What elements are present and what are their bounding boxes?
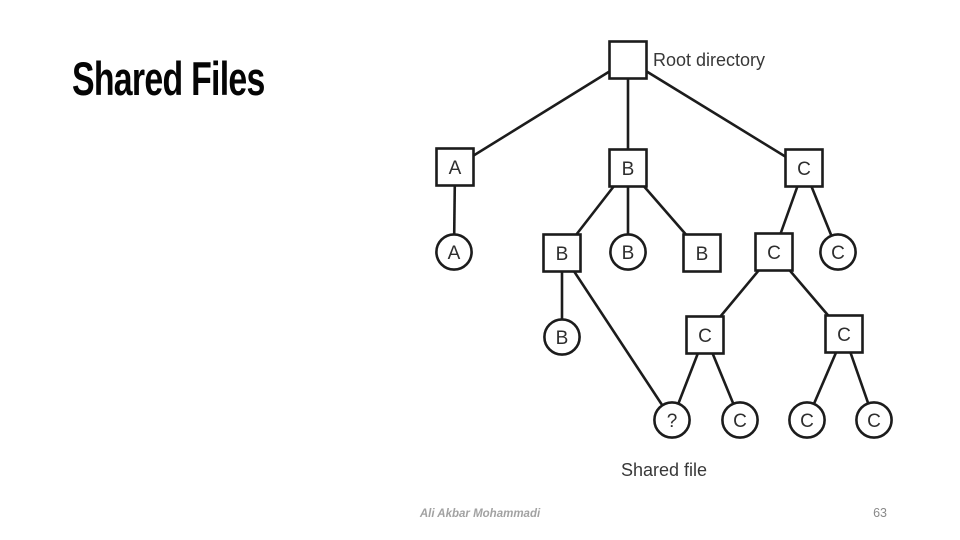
directory-square-icon [435,147,475,187]
file-circle-icon [788,401,826,439]
tree-node-dir-c3: C [824,314,864,354]
tree-node-label: C [767,243,781,264]
tree-edge-root-dir-a [454,58,629,169]
tree-node-file-b2: B [543,318,581,356]
tree-node-label: A [448,243,461,264]
file-circle-icon [435,233,473,271]
tree-node-file-b1: B [609,233,647,271]
file-circle-icon [653,401,691,439]
tree-node-dir-b: B [608,148,648,188]
tree-node-file-c4: C [855,401,893,439]
tree-node-file-c3: C [788,401,826,439]
directory-square-icon [608,40,648,80]
tree-node-label: B [622,243,635,264]
page-title: Shared Files [72,52,265,105]
directory-square-icon [784,148,824,188]
tree-node-label: C [797,159,811,180]
tree-node-dir-c2: C [685,315,725,355]
directory-square-icon [542,233,582,273]
root-directory-label: Root directory [653,50,766,70]
tree-node-dir-b1: B [542,233,582,273]
tree-node-label: C [733,411,747,432]
tree-edge-dir-b1-shared [560,252,674,421]
tree-node-root [608,40,648,80]
file-circle-icon [855,401,893,439]
footer-author: Ali Akbar Mohammadi [419,508,541,520]
tree-node-dir-c: C [784,148,824,188]
file-circle-icon [543,318,581,356]
page-number: 63 [873,506,887,520]
tree-node-label: B [696,244,709,265]
tree-node-dir-b2: B [682,233,722,273]
tree-node-file-c1: C [819,233,857,271]
tree-node-label: C [800,411,814,432]
tree-node-label: C [698,326,712,347]
tree-node-file-c2: C [721,401,759,439]
tree-node-label: C [831,243,845,264]
tree-node-shared: ? [653,401,691,439]
directory-square-icon [685,315,725,355]
tree-node-label: ? [667,411,678,432]
file-circle-icon [721,401,759,439]
tree-node-label: B [556,244,569,265]
tree-node-file-a: A [435,233,473,271]
directory-square-icon [824,314,864,354]
tree-node-label: B [622,159,635,180]
tree-node-label: B [556,328,569,349]
directory-square-icon [754,232,794,272]
tree-node-dir-c1: C [754,232,794,272]
directory-square-icon [608,148,648,188]
tree-node-label: C [837,325,851,346]
directory-square-icon [682,233,722,273]
tree-edge-root-dir-c [627,58,805,170]
file-circle-icon [819,233,857,271]
shared-file-label: Shared file [621,460,708,480]
tree-node-label: C [867,411,881,432]
tree-node-label: A [449,158,462,179]
tree-node-dir-a: A [435,147,475,187]
file-circle-icon [609,233,647,271]
